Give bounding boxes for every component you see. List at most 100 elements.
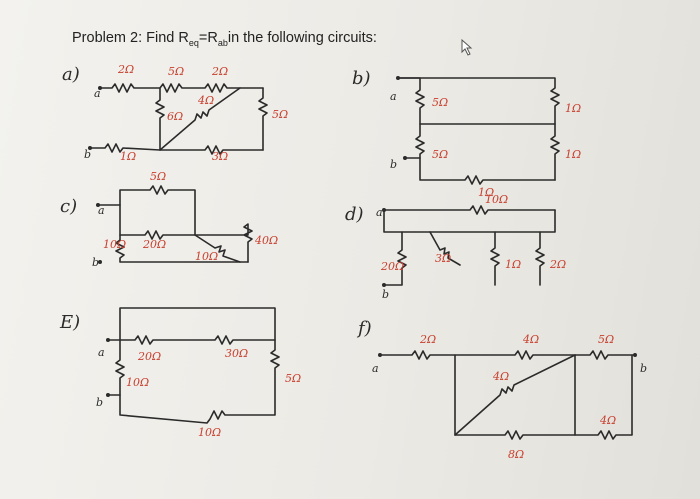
circuit-e-r2: 30Ω — [225, 347, 248, 360]
circuit-a-r8: 3Ω — [212, 150, 228, 163]
circuit-d-node-b — [382, 283, 386, 287]
circuit-a-label: a) — [62, 64, 80, 85]
circuit-b-wire-top — [397, 77, 560, 181]
circuit-e-r3: 10Ω — [126, 376, 149, 389]
circuit-c-r5: 40Ω — [254, 234, 278, 247]
circuit-a-r5: 6Ω — [167, 110, 183, 123]
circuit-d-wire-3ohm — [429, 231, 461, 266]
circuit-b-wire-left — [397, 77, 556, 125]
circuit-d-wire-left — [383, 231, 407, 286]
circuit-c-wire-diag — [194, 234, 241, 263]
circuit-a-wire-right — [258, 87, 268, 151]
circuit-a-terminal-b: b — [84, 148, 91, 161]
circuit-f-node-a — [378, 353, 382, 357]
circuit-c-wire-top — [97, 185, 196, 236]
circuit-d: d) a b 10Ω 20Ω 3Ω 1Ω 2Ω — [345, 193, 566, 301]
circuit-f-r3: 5Ω — [598, 333, 614, 346]
circuit-d-wire-top — [383, 205, 556, 215]
circuit-c-node-a — [96, 203, 100, 207]
circuit-b-r1: 5Ω — [432, 96, 448, 109]
circuit-c-terminal-a: a — [98, 204, 105, 217]
circuit-a-r6: 5Ω — [272, 108, 288, 121]
circuit-f-r1: 2Ω — [419, 333, 436, 346]
circuit-a-terminal-a: a — [94, 87, 101, 100]
circuit-e-wire-mid — [107, 335, 276, 345]
circuit-d-r1: 10Ω — [485, 193, 508, 206]
circuit-e-wire-outer — [119, 307, 280, 424]
circuit-f-terminal-b: b — [640, 362, 647, 375]
circuit-a-r4: 4Ω — [197, 94, 214, 107]
circuit-f-wire-diag — [454, 354, 576, 436]
circuit-e-r4: 5Ω — [285, 372, 301, 385]
title-eq-subscript: eq — [188, 37, 199, 48]
circuit-b-terminal-a: a — [390, 90, 397, 103]
circuit-d-r4: 1Ω — [505, 258, 521, 271]
circuit-e-r5: 10Ω — [198, 426, 221, 439]
circuit-a-r3: 2Ω — [211, 65, 228, 78]
circuit-b-wire-mid — [415, 123, 556, 185]
circuit-a: a) a b 2Ω 5Ω 2Ω 4Ω 6Ω 5Ω 1Ω 3Ω — [62, 63, 288, 163]
circuit-a-wire-diagonal — [159, 87, 241, 151]
circuit-c-node-b — [98, 260, 102, 264]
circuit-a-r1: 2Ω — [117, 63, 134, 76]
circuit-f-r4: 4Ω — [492, 370, 509, 383]
circuit-e-r1: 20Ω — [137, 350, 161, 363]
circuit-e-terminal-b: b — [96, 396, 103, 409]
title-mid: =R — [198, 30, 218, 46]
circuit-a-node-b — [88, 146, 92, 150]
circuit-d-wire-2ohm — [535, 231, 545, 286]
circuit-b-label: b) — [352, 68, 371, 89]
circuit-c-wire-left — [115, 234, 249, 263]
circuit-d-wire-rail — [383, 209, 556, 233]
circuit-a-node-a — [98, 86, 102, 90]
circuit-b-r2: 1Ω — [565, 102, 581, 115]
circuit-e-wire-left — [107, 339, 125, 396]
title-ab-subscript: ab — [217, 37, 228, 48]
circuit-b-terminal-b: b — [390, 158, 397, 171]
circuit-b-node-a — [396, 76, 400, 80]
circuit-c-wire-mid — [119, 204, 253, 263]
circuit-f-wire-right — [574, 354, 633, 440]
circuit-d-r3: 3Ω — [435, 252, 451, 265]
circuit-c-r1: 5Ω — [150, 170, 166, 183]
circuit-f-terminal-a: a — [372, 362, 379, 375]
title-suffix: in the following circuits: — [227, 30, 377, 46]
circuit-b-r5: 1Ω — [478, 186, 494, 199]
circuit-c-r3: 10Ω — [103, 238, 126, 251]
circuit-b-r3: 5Ω — [432, 148, 448, 161]
circuit-d-terminal-a: a — [376, 206, 383, 219]
circuit-c: c) a b 5Ω 20Ω 10Ω 10Ω 40Ω — [60, 170, 278, 269]
circuit-f-r6: 4Ω — [599, 414, 616, 427]
circuit-d-r5: 2Ω — [549, 258, 566, 271]
problem-title: Problem 2: Find Req=Rabin the following … — [72, 30, 377, 48]
mouse-pointer-icon — [461, 38, 473, 56]
circuit-a-wire-bottom — [89, 143, 264, 155]
circuit-f: f) a b 2Ω 4Ω 5Ω 4Ω 8Ω 4Ω — [356, 318, 647, 461]
circuit-e-node-b — [106, 393, 110, 397]
circuit-c-terminal-b: b — [92, 256, 99, 269]
circuit-b: b) a b 5Ω 1Ω 5Ω 1Ω 1Ω — [352, 68, 581, 199]
circuit-d-wire-1ohm — [490, 231, 500, 286]
circuit-d-r2: 20Ω — [380, 260, 404, 273]
circuit-e: E) a b 20Ω 30Ω 10Ω 5Ω 10Ω — [59, 307, 301, 439]
circuit-c-r2: 20Ω — [142, 238, 166, 251]
circuit-f-wire-top — [379, 350, 636, 360]
circuit-f-node-b — [633, 353, 637, 357]
circuit-d-node-a — [382, 208, 386, 212]
circuit-d-label: d) — [345, 204, 364, 225]
circuit-f-r2: 4Ω — [522, 333, 539, 346]
circuit-a-r2: 5Ω — [168, 65, 184, 78]
circuit-a-r7: 1Ω — [120, 150, 136, 163]
circuit-e-terminal-a: a — [98, 346, 105, 359]
circuit-e-label: E) — [59, 312, 80, 333]
circuit-a-wire-left — [155, 87, 165, 151]
title-prefix: Problem 2: Find R — [72, 30, 189, 46]
circuit-a-wire-top — [99, 83, 264, 93]
circuit-d-terminal-b: b — [382, 288, 389, 301]
circuit-b-r4: 1Ω — [565, 148, 581, 161]
circuit-c-r4: 10Ω — [195, 250, 218, 263]
circuit-f-label: f) — [356, 318, 372, 339]
circuit-f-r5: 8Ω — [508, 448, 524, 461]
